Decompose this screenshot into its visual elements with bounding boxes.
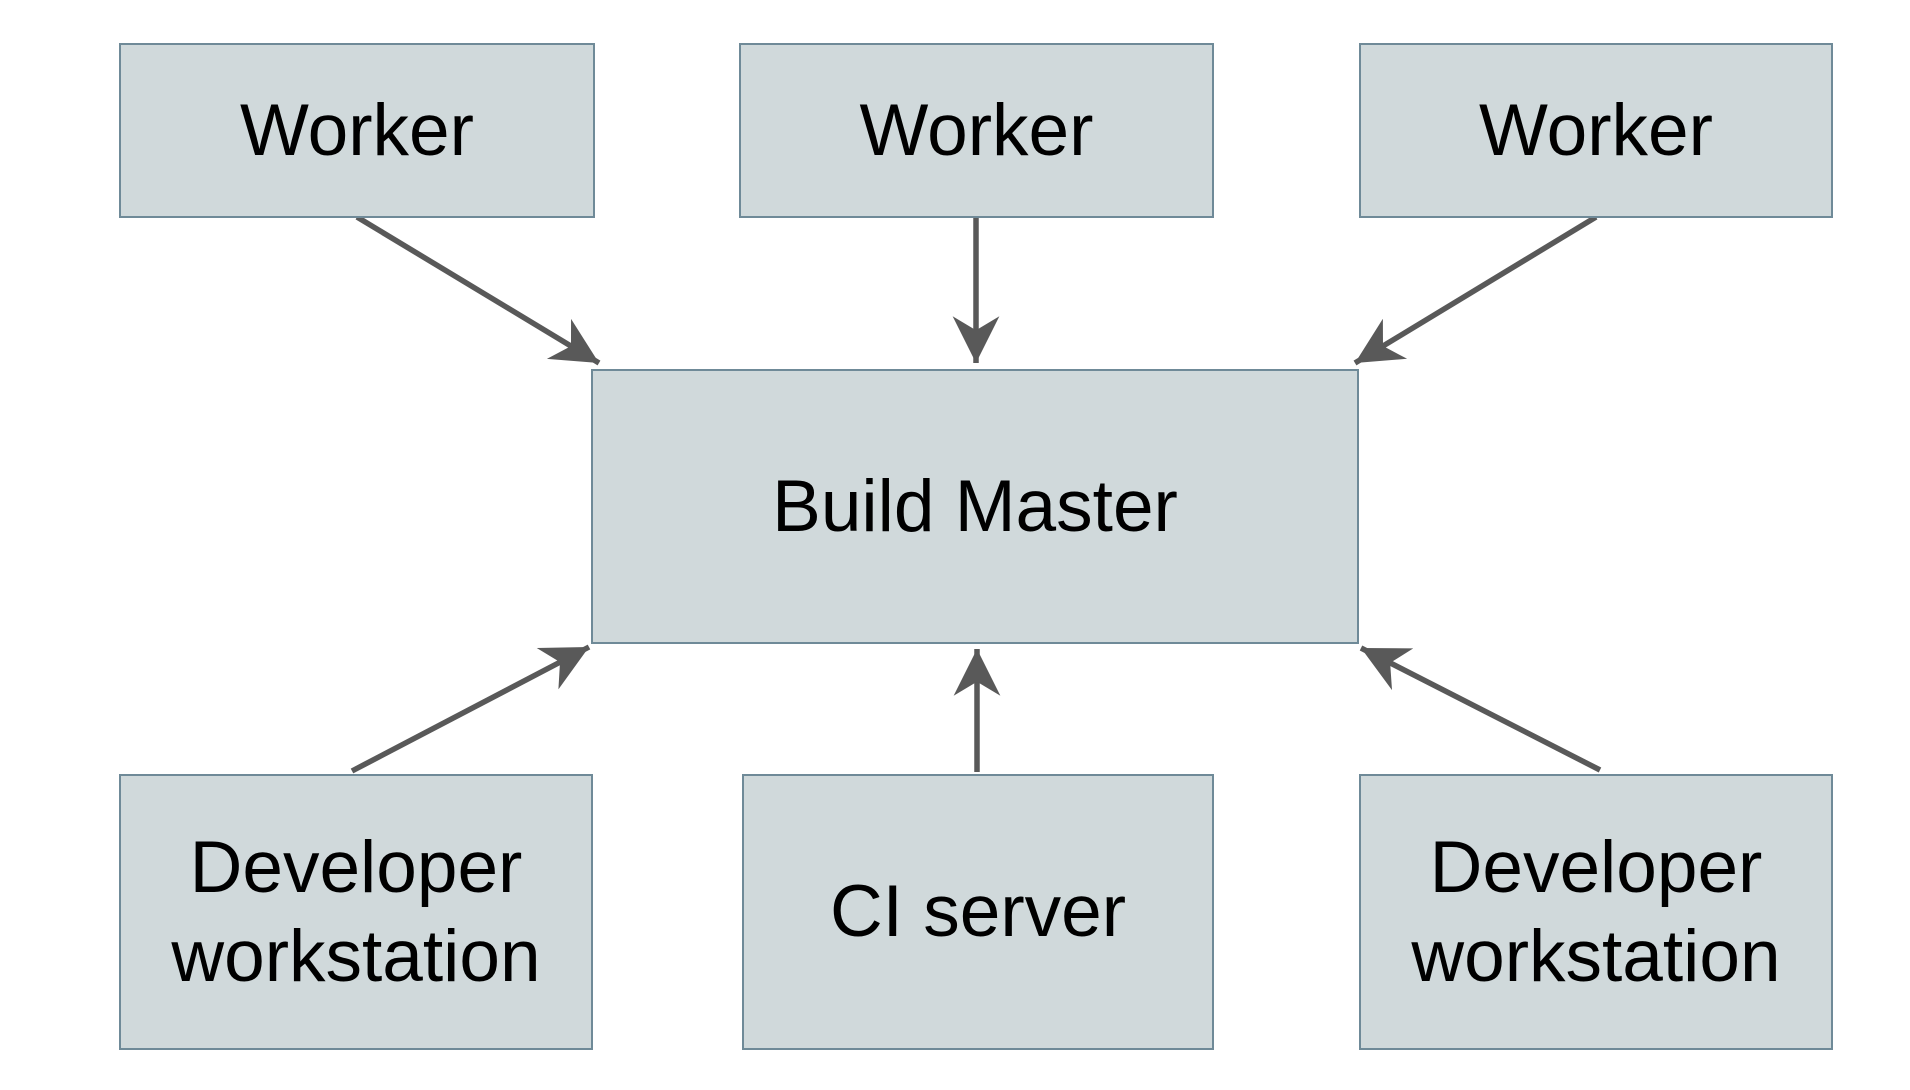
node-worker-2-label: Worker — [859, 89, 1094, 171]
node-build-master-label: Build Master — [772, 465, 1178, 547]
node-worker-1: Worker — [119, 43, 595, 218]
node-worker-3-label: Worker — [1479, 89, 1713, 171]
arrow-dev-workstation-left-to-build-master — [350, 644, 591, 774]
arrow-dev-workstation-right-to-build-master — [1359, 645, 1602, 773]
node-ci-server: CI server — [742, 774, 1214, 1050]
node-dev-workstation-left: Developer workstation — [119, 774, 593, 1050]
arrow-worker-3-to-build-master — [1353, 214, 1598, 366]
node-dev-workstation-right-label: Developer workstation — [1411, 826, 1781, 997]
node-build-master: Build Master — [591, 369, 1359, 644]
node-worker-2: Worker — [739, 43, 1214, 218]
node-worker-1-label: Worker — [240, 89, 474, 171]
arrow-worker-1-to-build-master — [355, 214, 601, 366]
node-dev-workstation-left-label: Developer workstation — [171, 826, 541, 997]
node-worker-3: Worker — [1359, 43, 1833, 218]
node-dev-workstation-right: Developer workstation — [1359, 774, 1833, 1050]
node-ci-server-label: CI server — [829, 871, 1127, 953]
